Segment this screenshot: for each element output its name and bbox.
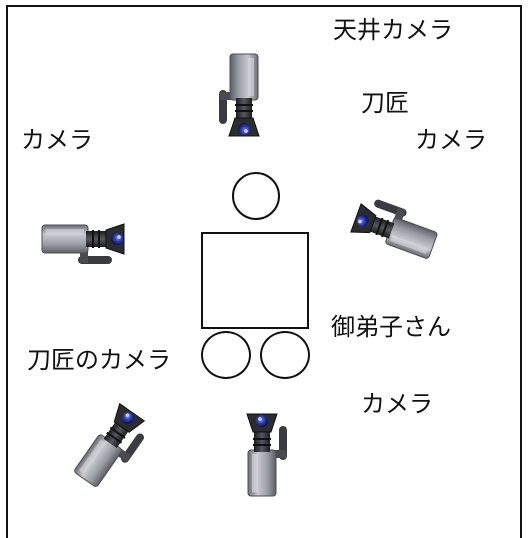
camera-left-icon xyxy=(32,190,140,290)
label-camera-bottom: カメラ xyxy=(361,390,433,418)
camera-right-icon xyxy=(336,180,448,280)
apprentice-circle-right xyxy=(260,331,310,379)
label-ceiling-camera: 天井カメラ xyxy=(333,16,453,44)
swordsmith-camera-icon xyxy=(56,388,166,500)
diagram-frame xyxy=(6,5,522,538)
swordsmith-head-circle xyxy=(232,172,280,220)
label-camera-left: カメラ xyxy=(21,126,93,154)
camera-bottom-icon xyxy=(218,392,308,512)
ceiling-camera-icon xyxy=(203,53,283,143)
label-camera-right: カメラ xyxy=(415,126,487,154)
apprentice-circle-left xyxy=(201,331,251,379)
label-swordsmith-camera: 刀匠のカメラ xyxy=(27,346,171,374)
swordsmith-body-rectangle xyxy=(201,232,309,329)
label-swordsmith: 刀匠 xyxy=(361,89,409,117)
label-apprentice: 御弟子さん xyxy=(331,313,451,341)
